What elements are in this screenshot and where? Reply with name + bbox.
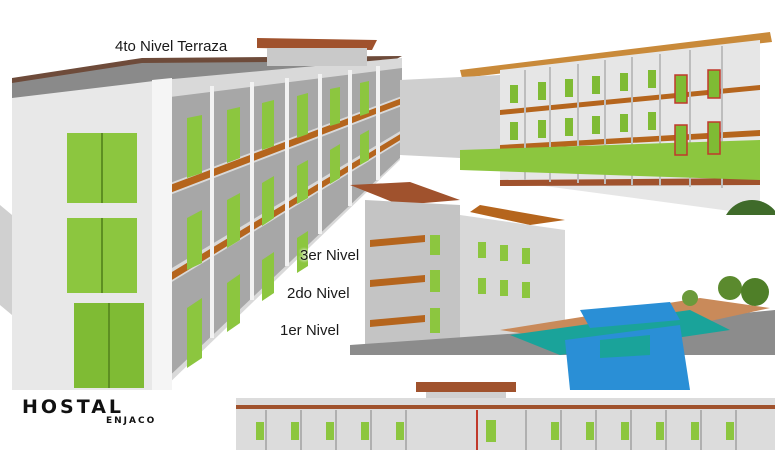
left-edge-shape — [0, 205, 12, 315]
main-building-render — [12, 38, 407, 390]
hostal-logo: HOSTAL ENJACO — [22, 396, 197, 430]
logo-main-text: HOSTAL — [22, 396, 125, 418]
logo-sub-text: ENJACO — [106, 416, 157, 426]
label-nivel-2: 2do Nivel — [287, 285, 350, 302]
section-render-top-right — [400, 30, 775, 215]
label-nivel-3: 3er Nivel — [300, 247, 360, 264]
label-terraza: 4to Nivel Terraza — [115, 38, 228, 55]
pool-render — [350, 180, 775, 390]
elevation-render-bottom — [236, 380, 775, 450]
label-nivel-1: 1er Nivel — [280, 322, 340, 339]
